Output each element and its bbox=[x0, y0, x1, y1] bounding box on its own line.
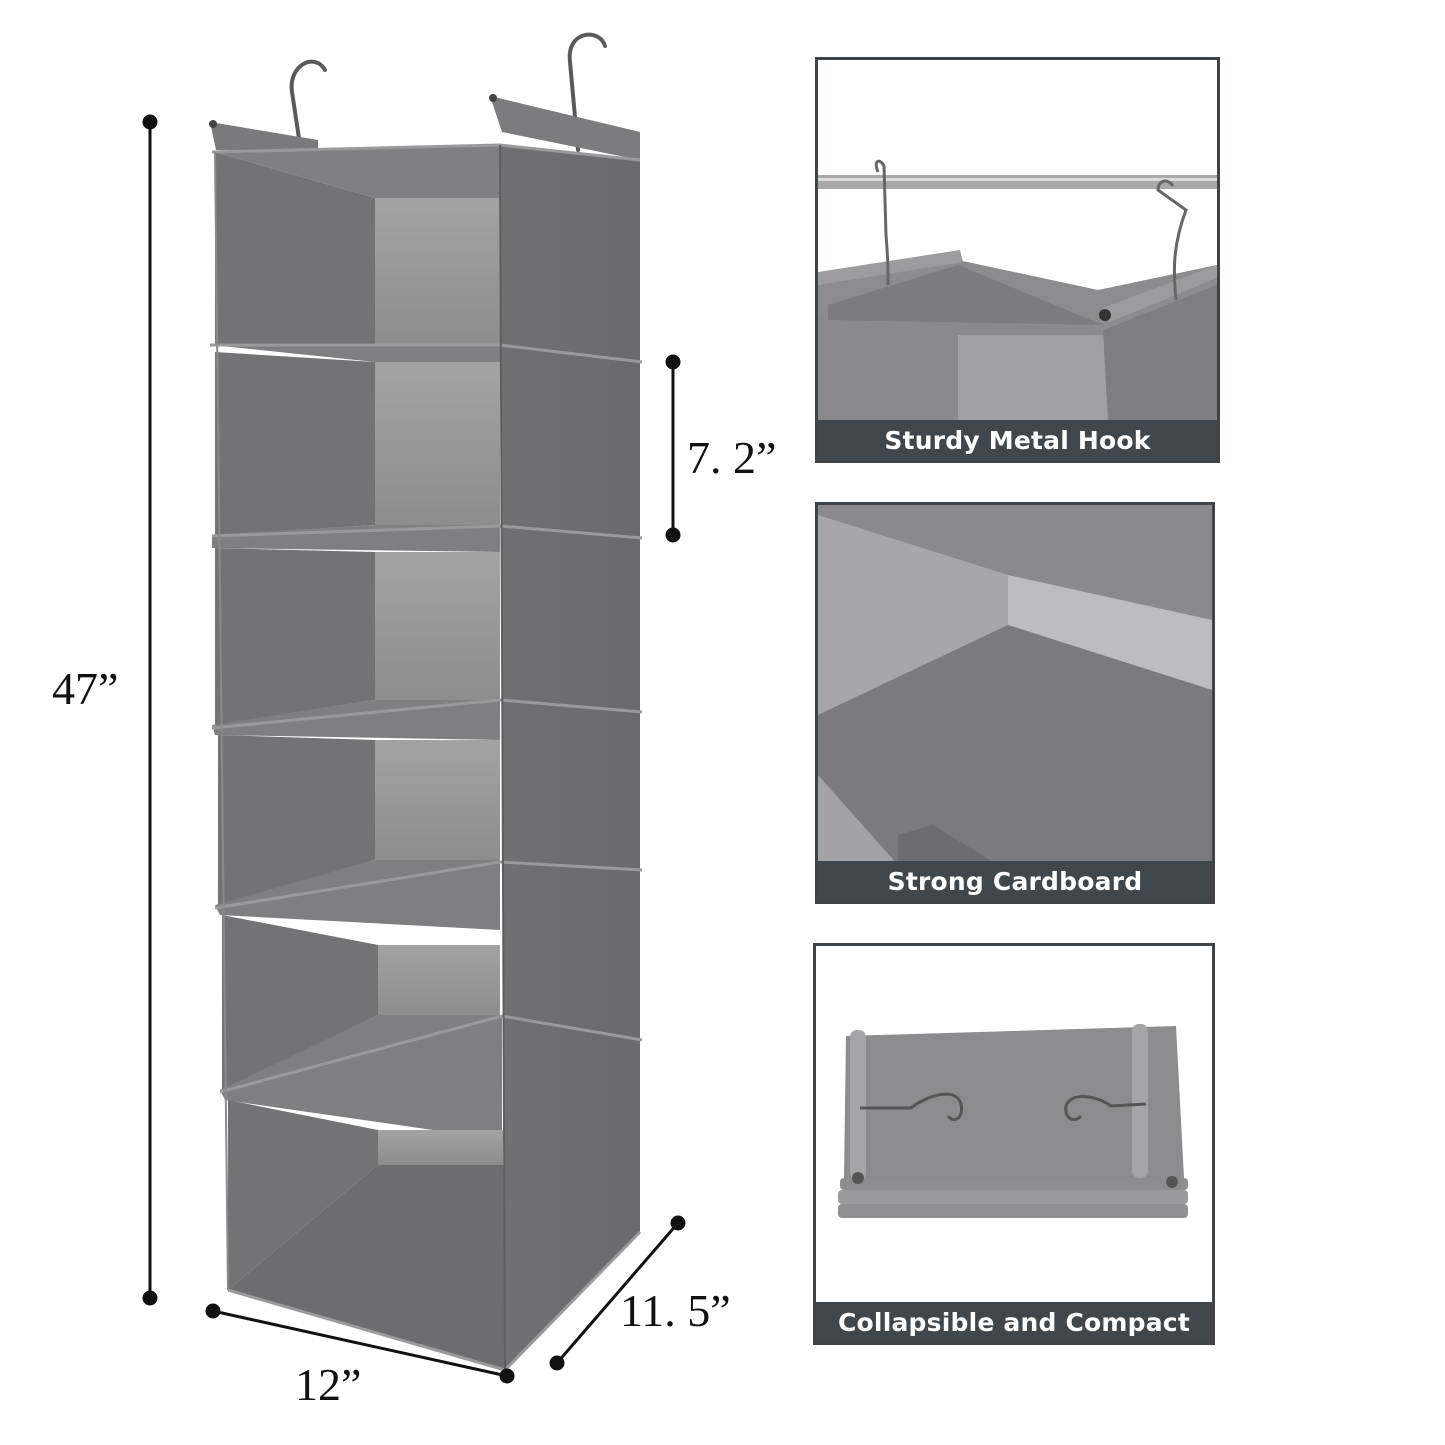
shelf-compartments bbox=[212, 145, 505, 1370]
width-dimension-label: 12” bbox=[295, 1359, 362, 1410]
feature-caption: Strong Cardboard bbox=[818, 861, 1212, 901]
height-dimension-label: 47” bbox=[52, 663, 119, 714]
folded-organizer-icon bbox=[816, 946, 1212, 1306]
depth-measure bbox=[549, 1215, 686, 1371]
depth-dimension-label: 11. 5” bbox=[620, 1285, 731, 1336]
feature-caption: Collapsible and Compact bbox=[816, 1302, 1212, 1342]
shelf-height-dimension-label: 7. 2” bbox=[687, 432, 777, 483]
feature-caption: Sturdy Metal Hook bbox=[818, 420, 1217, 460]
feature-panel-metal-hook: Sturdy Metal Hook bbox=[815, 57, 1220, 463]
product-illustration bbox=[142, 32, 686, 1384]
metal-hook-icon bbox=[818, 60, 1217, 420]
feature-panel-collapsible: Collapsible and Compact bbox=[813, 943, 1215, 1345]
shelf-height-measure bbox=[665, 354, 681, 543]
hanging-organizer-icon bbox=[142, 32, 686, 1384]
feature-panel-cardboard: Strong Cardboard bbox=[815, 502, 1215, 904]
width-measure bbox=[205, 1303, 515, 1384]
height-measure bbox=[142, 114, 158, 1306]
cardboard-shelf-icon bbox=[818, 505, 1212, 865]
